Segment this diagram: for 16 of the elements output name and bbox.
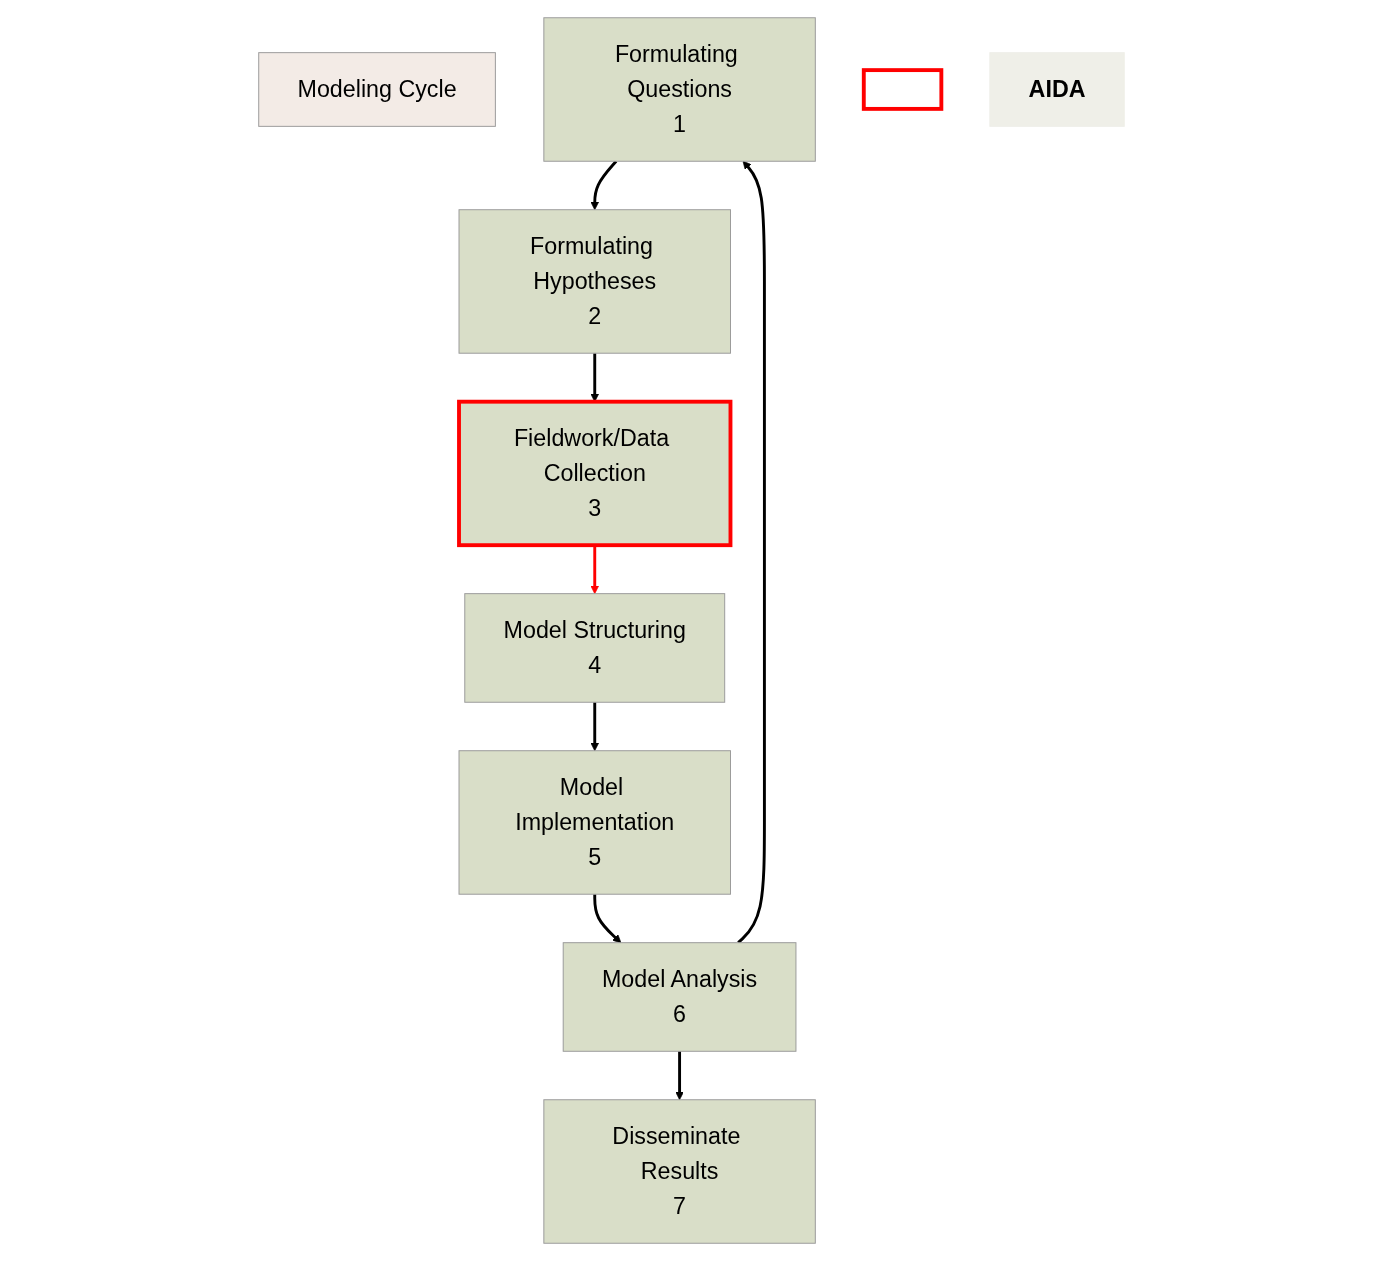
node-box (861, 68, 944, 111)
node-box: Disseminate Results 7 (543, 1099, 816, 1244)
node-box: Model Analysis 6 (562, 942, 797, 1052)
node-box: Formulating Questions 1 (543, 17, 816, 162)
arrow (590, 545, 599, 595)
arrow (590, 702, 599, 752)
node-box: Model Structuring 4 (464, 593, 726, 703)
arrow (737, 160, 766, 944)
arrow (590, 160, 618, 211)
node-box: Fieldwork/Data Collection 3 (457, 399, 733, 548)
node-box: Modeling Cycle (258, 52, 496, 127)
node-box: AIDA (989, 52, 1125, 127)
node-box: Model Implementation 5 (458, 750, 731, 895)
arrow (675, 1051, 684, 1101)
arrow (593, 894, 622, 944)
node-box: Formulating Hypotheses 2 (458, 209, 731, 354)
